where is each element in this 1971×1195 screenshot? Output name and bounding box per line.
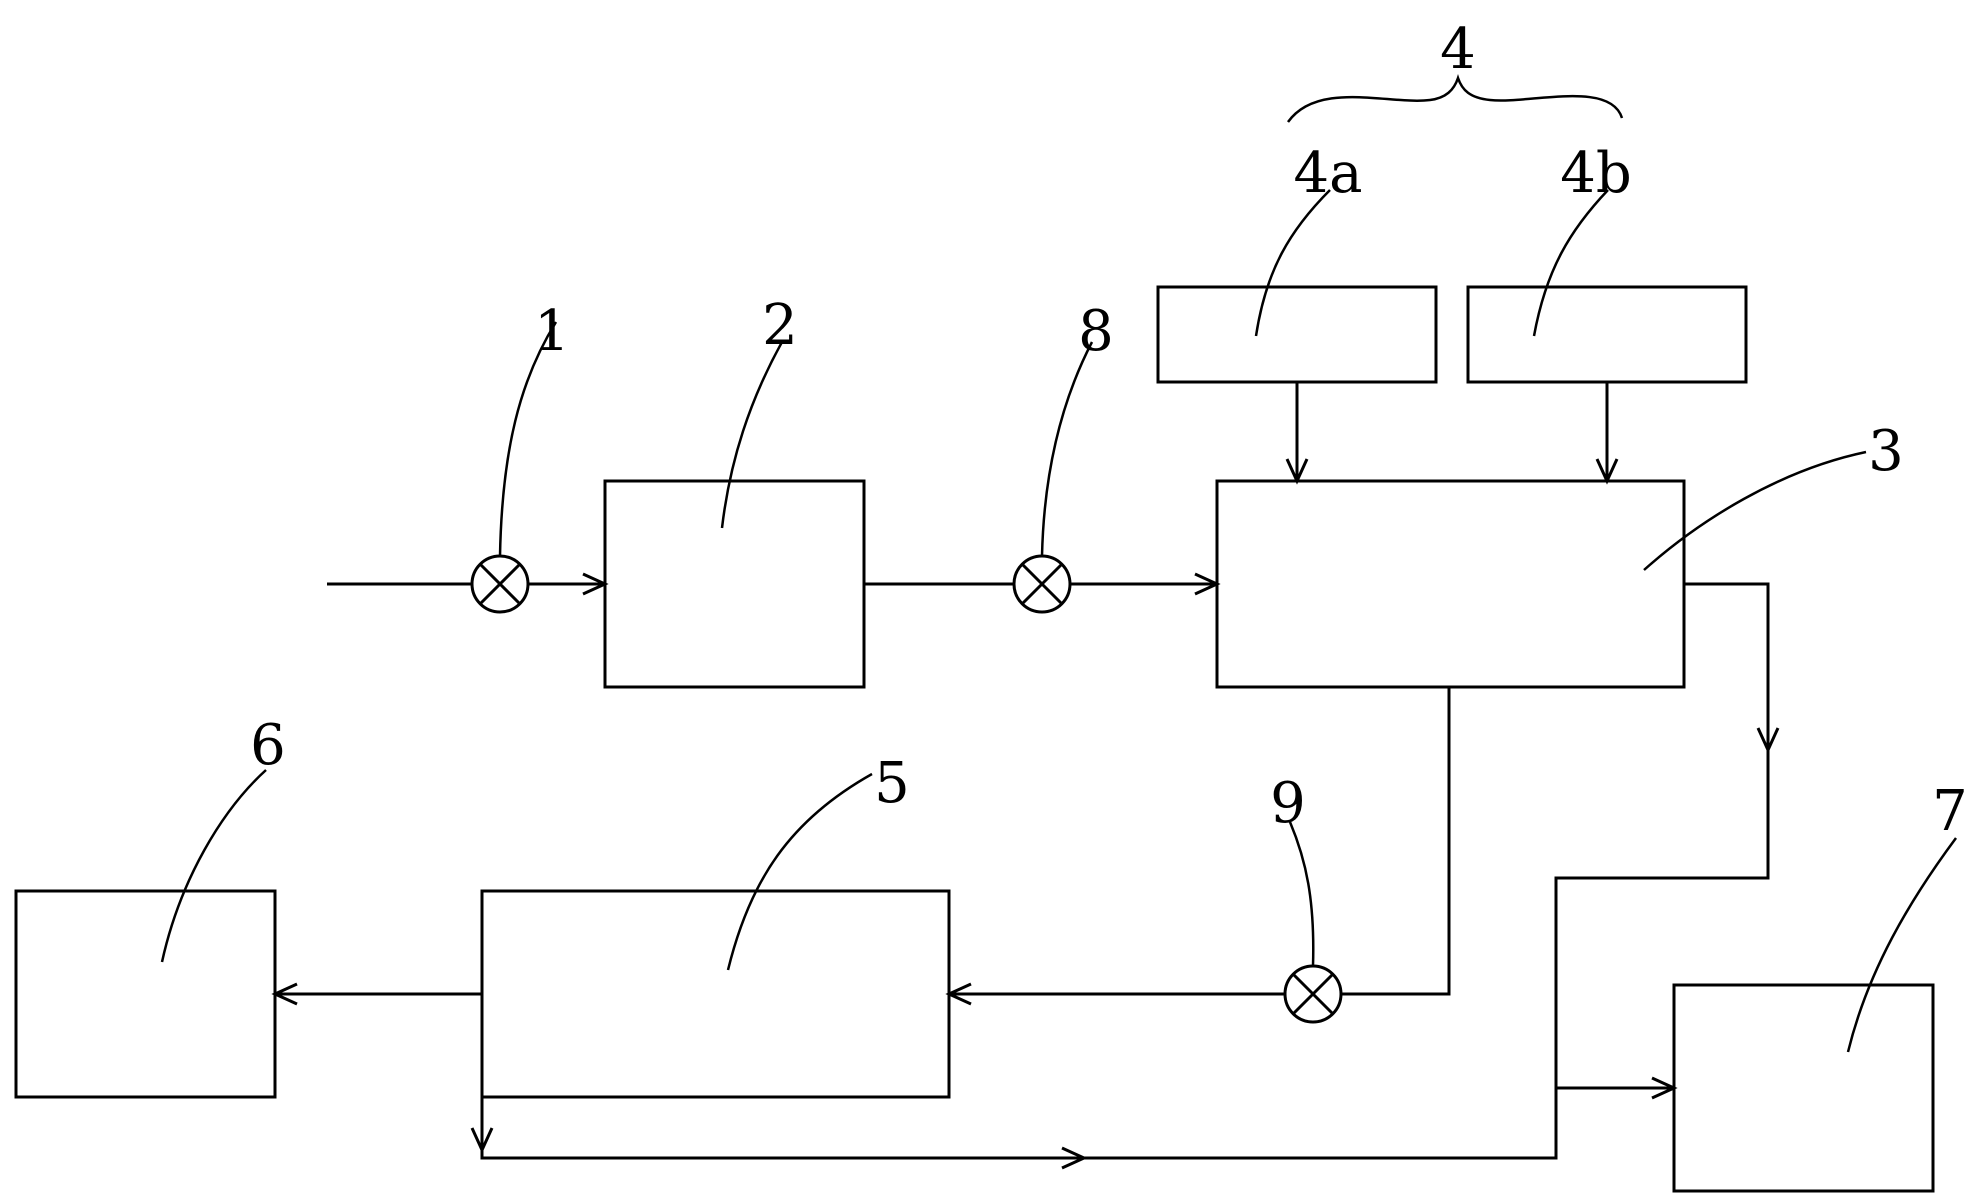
arrowhead-4b-into-box-3 [1595, 458, 1619, 485]
box-3 [1215, 479, 1686, 689]
label-4b: 4b [1560, 141, 1631, 206]
arrowhead-into-box-2 [582, 572, 609, 596]
label-4: 4 [1440, 17, 1476, 82]
leader-4b [1532, 189, 1609, 337]
label-7: 7 [1932, 779, 1968, 844]
leader-2 [720, 341, 784, 529]
label-2: 2 [762, 293, 798, 358]
leader-7 [1846, 837, 1958, 1053]
label-6: 6 [250, 713, 286, 778]
arrowhead-into-box-6 [271, 982, 298, 1006]
label-5: 5 [874, 751, 910, 816]
leader-6 [160, 769, 267, 963]
label-9: 9 [1270, 771, 1306, 836]
box-4b [1466, 285, 1748, 384]
label-8: 8 [1078, 299, 1114, 364]
leader-5 [726, 772, 873, 971]
leader-1 [498, 321, 558, 557]
leader-3 [1643, 450, 1867, 571]
arrowhead-into-box-5 [945, 982, 972, 1006]
label-3: 3 [1868, 419, 1904, 484]
arrowhead-down-right-branch [1756, 727, 1780, 754]
valve-9-icon [1283, 964, 1343, 1024]
label-4a: 4a [1293, 141, 1362, 206]
line-box3-to-valve9 [1341, 687, 1451, 996]
box-5 [480, 889, 951, 1099]
valve-1-icon [470, 554, 530, 614]
arrowhead-right-return [1061, 1146, 1088, 1170]
arrowhead-4a-into-box-3 [1285, 458, 1309, 485]
line-box5-to-box7-branch [480, 994, 1558, 1160]
box-4a [1156, 285, 1438, 384]
box-2 [603, 479, 866, 689]
arrowhead-down-left-return [470, 1127, 494, 1154]
leader-8 [1040, 341, 1094, 557]
box-6 [14, 889, 277, 1099]
valve-8-icon [1012, 554, 1072, 614]
line-box3-to-box7 [1554, 582, 1770, 1090]
box-7 [1672, 983, 1935, 1193]
leader-9 [1288, 821, 1315, 967]
group-brace-4 [1286, 74, 1624, 123]
label-1: 1 [534, 299, 570, 364]
arrowhead-into-box-7 [1651, 1076, 1678, 1100]
leader-4a [1254, 189, 1331, 337]
arrowhead-into-box-3 [1194, 572, 1221, 596]
